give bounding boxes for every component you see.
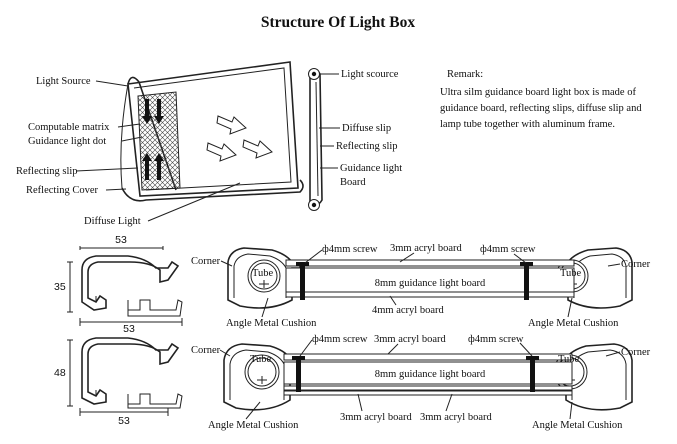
section-1-tube-right-label: Tube [560,268,582,279]
remark-heading: Remark: [447,69,483,80]
side-view-slim: Light scource Diffuse slip Reflecting sl… [308,68,402,211]
diffuse-light-label: Diffuse Light [84,216,141,227]
diffuse-arrows [206,115,273,162]
section-1-cushion-left: Angle Metal Cushion [226,318,317,329]
section-2-corner-right: Corner [621,347,651,358]
section-1-corner-right: Corner [621,259,651,270]
section-2-left-screw [296,358,301,392]
section-1-guidance-board-label: 8mm guidance light board [375,278,486,289]
side-guidance-light-label: Guidance light [340,163,402,174]
section-1-acryl-top-label: 3mm acryl board [390,243,462,254]
reflecting-slip-label: Reflecting slip [16,166,78,177]
section-1-cushion-right: Angle Metal Cushion [528,318,619,329]
section-2-tube-left-label: Tube [250,354,272,365]
section-2-cushion-left: Angle Metal Cushion [208,420,299,431]
remark-block: Remark: Ultra silm guidance board light … [440,69,642,130]
section-2-cushion-right: Angle Metal Cushion [532,420,623,431]
remark-line-1: Ultra silm guidance board light box is m… [440,87,636,98]
diagram-title: Structure Of Light Box [261,14,416,31]
section-2-acryl-top [283,353,573,361]
section-2-guidance-board-label: 8mm guidance light board [375,369,486,380]
section-1-acryl-bottom-label: 4mm acryl board [372,305,444,316]
side-light-source-label: Light scource [341,69,399,80]
section-2-acryl-bottom-left-label: 3mm acryl board [340,412,412,423]
section-1-tube-left-label: Tube [252,268,274,279]
side-reflecting-slip-label: Reflecting slip [336,141,398,152]
reflecting-cover-label: Reflecting Cover [26,185,99,196]
section-2-acryl-bottom-right-label: 3mm acryl board [420,412,492,423]
section-2-acryl-top-label: 3mm acryl board [374,334,446,345]
section-1-acryl-bottom [285,291,575,298]
section-1-corner-left: Corner [191,256,221,267]
profile-2-crosssection: 48 53 [54,337,183,427]
section-1-screw-left-label: ф4mm screw [322,244,378,255]
remark-line-3: lamp tube together with aluminum frame. [440,119,615,130]
profile-1-crosssection: 53 35 53 [54,234,183,335]
section-2-assembly: Corner Corner Tube Tube ф4mm screw ф4mm … [191,334,651,431]
section-2-right-screw [530,358,535,392]
profile-1-top-width: 53 [115,234,127,246]
section-2-guidance-board [283,361,573,385]
light-direction-arrows [142,99,164,180]
section-1-assembly: Corner Corner Tube Tube ф4mm screw ф4mm … [191,243,651,329]
guidance-light-dot-label: Guidance light dot [28,136,106,147]
top-left-labels: Light Source Computable matrix Guidance … [16,76,241,227]
profile-2-bottom-width: 53 [118,415,130,427]
computable-matrix-label: Computable matrix [28,122,110,133]
section-2-left-tube [244,354,280,390]
profile-1-bottom-width: 53 [123,323,135,335]
light-box-perspective [120,61,304,202]
profile-1-height: 35 [54,281,66,293]
light-source-label: Light Source [36,76,91,87]
section-2-corner-left: Corner [191,345,221,356]
section-1-right-screw [524,264,529,300]
section-2-acryl-bottom [283,385,573,391]
profile-2-height: 48 [54,367,66,379]
section-2-screw-right-label: ф4mm screw [468,334,524,345]
section-2-tube-right-label: Tube [558,354,580,365]
section-1-acryl-top [285,259,575,267]
section-1-left-screw [300,264,305,300]
section-2-screw-left-label: ф4mm screw [312,334,368,345]
side-diffuse-slip-label: Diffuse slip [342,123,391,134]
side-board-label: Board [340,177,366,188]
section-1-left-tube [247,259,281,293]
remark-line-2: guidance board, reflecting slips, diffus… [440,103,642,114]
section-1-screw-right-label: ф4mm screw [480,244,536,255]
